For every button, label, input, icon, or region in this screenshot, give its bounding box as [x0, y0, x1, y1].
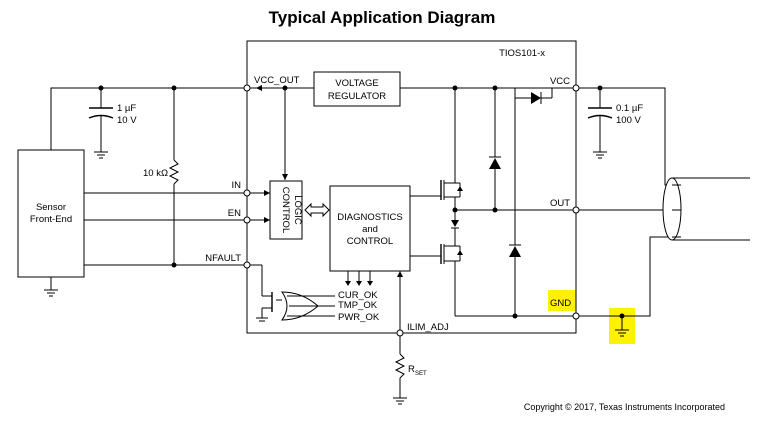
control-logic-block [269, 180, 303, 240]
capacitor-0-1uf [587, 88, 613, 159]
control-logic-line2: LOGIC [292, 195, 303, 225]
capacitor-1uf [88, 88, 114, 159]
cap-right-value: 0.1 µF [616, 103, 643, 114]
voltage-regulator-block [313, 71, 401, 107]
chip-name: TIOS101-x [499, 48, 545, 59]
pin-in [243, 189, 251, 197]
pin-label-vcc-out: VCC_OUT [254, 75, 300, 86]
arrow-icon [264, 190, 270, 196]
pin-vcc-out [243, 84, 251, 92]
arrow-icon [256, 85, 262, 91]
reverse-polarity-diode-icon [514, 88, 553, 104]
regulator-line1: VOLTAGE [335, 78, 378, 89]
protection-diode-upper-icon [489, 88, 501, 210]
pin-en [243, 216, 251, 224]
cap-left-value: 1 µF [117, 103, 136, 114]
control-logic-line1: CONTROL [280, 187, 291, 233]
pin-nfault [243, 261, 251, 269]
pin-vcc [572, 84, 580, 92]
pin-label-in: IN [232, 180, 242, 191]
sensor-ground-icon [44, 277, 58, 297]
pin-out [572, 206, 580, 214]
pin-label-vcc: VCC [550, 76, 570, 87]
bidirectional-arrow-icon [304, 202, 330, 218]
signal-pwr-ok: PWR_OK [338, 312, 380, 323]
rset-label-subscript: SET [415, 371, 427, 377]
nfault-transistor-icon [247, 264, 282, 322]
cable-icon [662, 177, 750, 241]
rset-label: R [408, 364, 415, 375]
vcc-out-rail [50, 87, 247, 150]
sensor-label-line1: Sensor [36, 202, 66, 213]
gnd-external-wire [576, 236, 672, 317]
pin-gnd [572, 312, 580, 320]
diagnostics-control-block [329, 185, 411, 272]
cap-right-voltage: 100 V [616, 115, 641, 126]
diagram-title: Typical Application Diagram [269, 8, 496, 27]
ground-icon [615, 316, 629, 337]
pin-label-ilim-adj: ILIM_ADJ [407, 322, 449, 333]
rset-resistor [393, 353, 407, 405]
pin-label-nfault: NFAULT [205, 253, 241, 264]
signal-tmp-ok: TMP_OK [338, 300, 378, 311]
diagnostics-line2: and [362, 224, 378, 235]
signal-cur-ok: CUR_OK [338, 290, 378, 301]
cap-left-voltage: 10 V [117, 115, 137, 126]
pin-label-out: OUT [550, 198, 570, 209]
resistor-10k [168, 88, 180, 265]
arrow-icon [264, 217, 270, 223]
diagnostics-line3: CONTROL [347, 236, 393, 247]
diagnostics-line1: DIAGNOSTICS [337, 212, 402, 223]
sensor-label-line2: Front-End [30, 214, 72, 225]
arrow-icon [282, 174, 288, 180]
diagnostic-output-arrows [345, 271, 373, 286]
pin-label-gnd: GND [550, 298, 571, 309]
resistor-value: 10 kΩ [143, 168, 168, 179]
pin-label-en: EN [228, 208, 241, 219]
arrow-icon [397, 271, 403, 277]
output-mosfet-stack [437, 88, 463, 316]
copyright-text: Copyright © 2017, Texas Instruments Inco… [524, 402, 725, 412]
pin-ilim-adj [396, 329, 404, 337]
regulator-line2: REGULATOR [328, 91, 386, 102]
protection-diode-lower-icon [509, 98, 521, 316]
chip-outline [246, 40, 577, 334]
gnd-label-highlight [548, 290, 576, 311]
